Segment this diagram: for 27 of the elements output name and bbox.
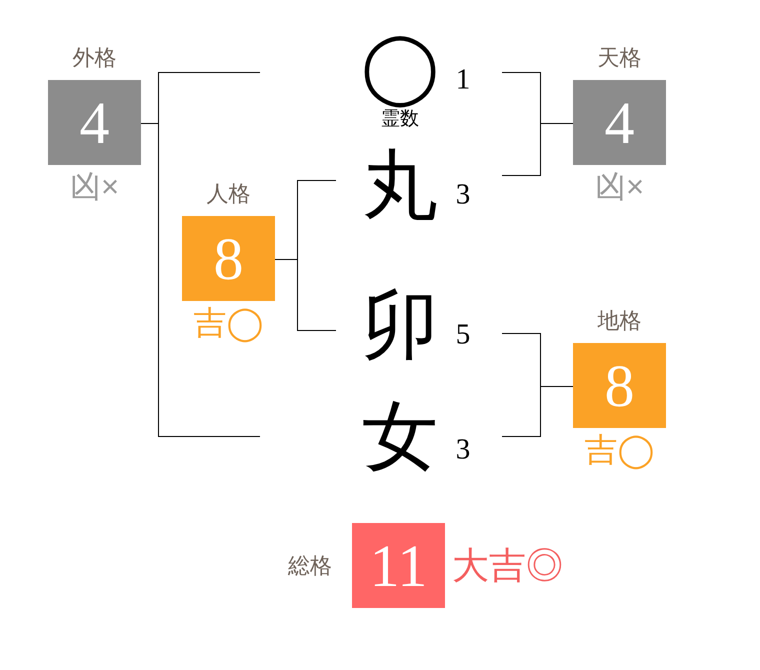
stroke-count: 3 [456,436,470,464]
score-number: 8 [604,356,634,416]
score-number: 4 [80,92,110,152]
fortune-label: 吉◯ [194,306,264,340]
name-character: ◯ [360,24,440,108]
stroke-count: 3 [456,180,470,210]
category-label: 外格 [72,47,116,69]
connector-line [502,386,574,437]
connector-line [274,259,336,331]
stroke-count: 1 [456,66,470,94]
fortune-label: 吉◯ [584,433,654,467]
stroke-count: 5 [456,320,470,350]
score-number: 4 [604,92,634,152]
category-label: 総格 [288,554,332,578]
name-character: 卯 [362,288,438,364]
category-label: 天格 [598,47,642,69]
name-character: 女 [362,399,438,475]
category-label: 地格 [598,310,642,332]
caption-label: 霊数 [381,110,419,128]
fortune-label: 凶× [70,170,120,204]
name-character: 丸 [362,148,438,224]
fortune-label: 凶× [594,170,644,204]
category-label: 人格 [206,183,250,205]
connector-line [502,123,574,176]
score-number: 8 [214,228,244,288]
fortune-label: 大吉◎ [452,546,563,586]
score-number: 11 [370,536,428,596]
